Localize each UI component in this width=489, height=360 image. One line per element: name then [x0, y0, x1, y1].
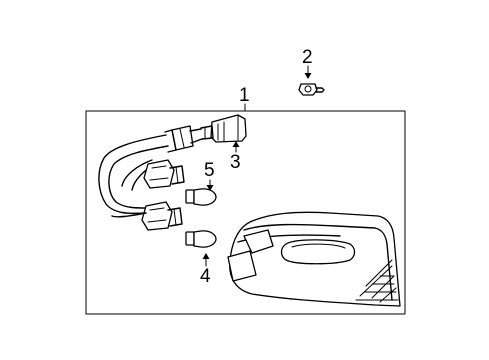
leader-5-arrow: [206, 179, 214, 191]
bulb-part-5: [185, 188, 217, 206]
bulb-part-4: [185, 230, 217, 248]
callout-3: 3: [230, 152, 241, 173]
leader-2-arrow: [304, 65, 312, 79]
callout-2: 2: [302, 47, 313, 68]
tail-lamp-housing: [227, 211, 401, 307]
callout-1: 1: [239, 85, 250, 106]
assembly-frame: [85, 110, 406, 315]
leader-4-arrow: [202, 253, 210, 267]
leader-3-arrow: [232, 141, 240, 153]
wiring-harness: [98, 114, 247, 231]
callout-4: 4: [200, 266, 211, 287]
screw-part: [298, 83, 325, 96]
callout-5: 5: [204, 160, 215, 181]
